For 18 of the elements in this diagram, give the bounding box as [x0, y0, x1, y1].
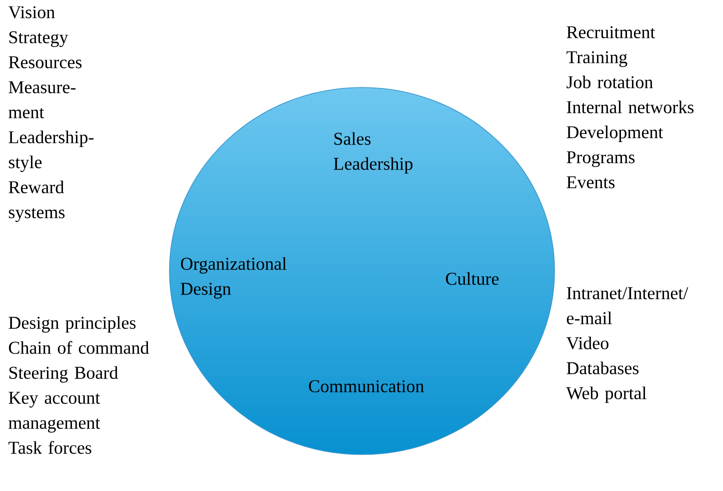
- list-item: Training: [566, 51, 628, 67]
- list-item: Key account management: [8, 392, 100, 433]
- list-item: Leadership- style: [8, 130, 94, 172]
- list-item: Vision: [8, 6, 55, 18]
- list-item: Reward systems: [8, 180, 65, 222]
- list-item: Measure- ment: [8, 81, 76, 118]
- list-item: Resources: [8, 56, 82, 68]
- circle-label: Sales Leadership: [334, 132, 412, 174]
- list-item: Recruitment: [566, 26, 656, 38]
- list-item: Job rotation: [566, 76, 653, 88]
- list-item: Strategy: [9, 31, 68, 47]
- list-item: Task forces: [8, 441, 92, 454]
- list-item: Design principles: [8, 316, 136, 333]
- circle-label: Organizational Design: [180, 257, 286, 299]
- circle-label: Culture: [446, 272, 499, 285]
- list-item: Steering Board: [9, 366, 118, 383]
- circle-label: Communication: [308, 380, 424, 392]
- list-item: Chain of command: [8, 341, 149, 354]
